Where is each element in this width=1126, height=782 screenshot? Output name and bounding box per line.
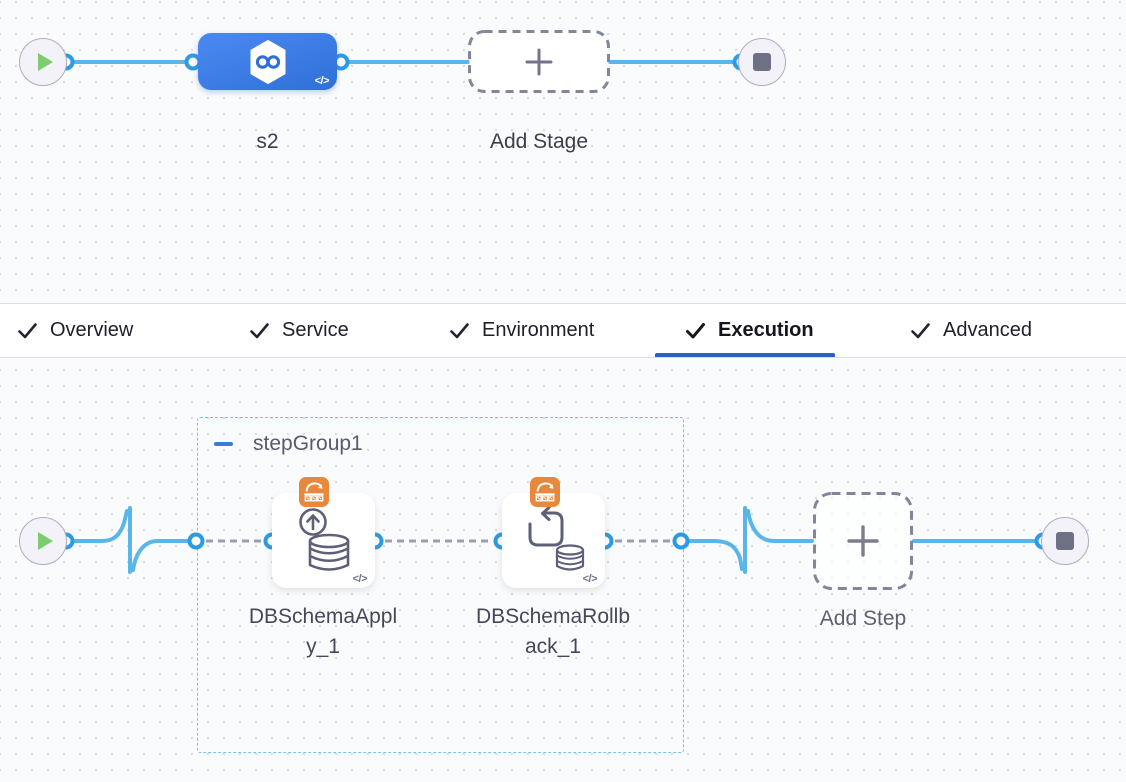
collapse-minus-icon[interactable]	[214, 442, 233, 446]
step-node-dbschemarollback[interactable]: </>	[502, 493, 605, 588]
execution-start-node	[19, 517, 67, 565]
plus-icon	[847, 525, 879, 557]
play-icon	[38, 532, 53, 550]
code-icon: </>	[352, 573, 368, 585]
tab-overview[interactable]: Overview	[18, 304, 133, 357]
stop-icon	[753, 53, 771, 71]
harness-logo-icon	[250, 39, 285, 84]
active-tab-underline	[655, 353, 835, 357]
code-icon: </>	[314, 75, 330, 87]
tab-label: Environment	[482, 319, 595, 341]
add-step-button[interactable]	[813, 492, 913, 590]
tab-label: Advanced	[943, 319, 1032, 341]
add-stage-label: Add Stage	[489, 130, 589, 153]
tab-service[interactable]: Service	[250, 304, 349, 357]
pipeline-start-node	[19, 38, 67, 86]
stage-name-label: s2	[256, 130, 279, 153]
tab-advanced[interactable]: Advanced	[911, 304, 1032, 357]
step-name-label: DBSchemaRollb ack_1	[475, 605, 631, 658]
check-icon	[686, 322, 705, 338]
tab-label: Overview	[50, 319, 134, 341]
play-icon	[38, 53, 53, 71]
add-stage-button[interactable]	[468, 30, 610, 93]
stage-config-tabbar: Overview Service Environment Execution A…	[0, 303, 1126, 358]
tab-label: Service	[282, 319, 349, 341]
check-icon	[450, 322, 469, 338]
stage-node-s2[interactable]: </>	[198, 33, 337, 90]
check-icon	[250, 322, 269, 338]
db-devops-badge-icon	[299, 477, 329, 507]
add-step-label: Add Step	[819, 607, 907, 630]
pipeline-end-node	[738, 38, 786, 86]
execution-end-node	[1041, 517, 1089, 565]
db-schema-apply-icon	[299, 508, 350, 571]
check-icon	[18, 322, 37, 338]
step-node-dbschemaapply[interactable]: </>	[272, 493, 375, 588]
db-devops-badge-icon	[530, 477, 560, 507]
tab-environment[interactable]: Environment	[450, 304, 594, 357]
step-group-label: stepGroup1	[253, 432, 363, 455]
code-icon: </>	[582, 573, 598, 585]
tab-label: Execution	[718, 319, 814, 341]
plus-icon	[525, 48, 553, 75]
step-group-container[interactable]: stepGroup1	[197, 417, 684, 753]
db-schema-rollback-icon	[528, 506, 585, 571]
tab-execution[interactable]: Execution	[686, 304, 814, 357]
check-icon	[911, 322, 930, 338]
step-name-label: DBSchemaAppl y_1	[248, 605, 398, 658]
stop-icon	[1056, 532, 1074, 550]
